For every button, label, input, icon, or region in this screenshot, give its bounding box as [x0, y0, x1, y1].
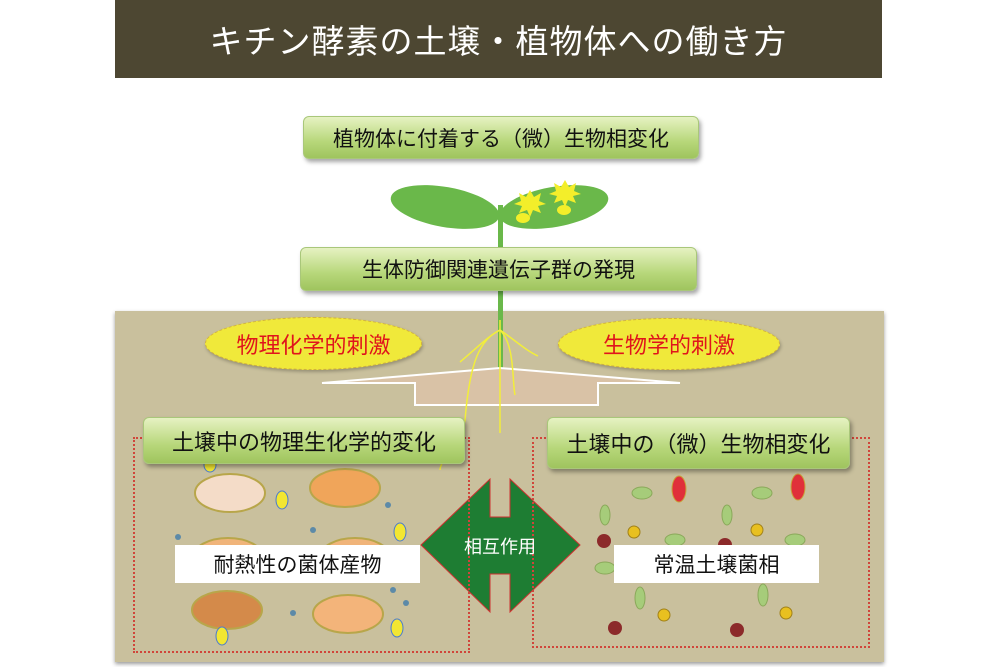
interaction-label: 相互作用: [464, 537, 536, 558]
heat-resistant-products-label: 耐熱性の菌体産物: [175, 545, 420, 583]
biological-stimulus: 生物学的刺激: [558, 318, 780, 370]
soil-microbe-change-box: 土壌中の（微）生物相変化: [547, 417, 850, 469]
right-leaf: [499, 185, 609, 229]
normal-temp-flora-label: 常温土壌菌相: [614, 545, 819, 583]
microbe-spots: [514, 180, 581, 223]
soil-microbes: [594, 473, 806, 637]
plant-microbe-change-box: 植物体に付着する（微）生物相変化: [303, 116, 699, 159]
interaction-double-arrow: [420, 477, 581, 614]
physical-chemical-stimulus: 物理化学的刺激: [205, 317, 422, 370]
soil-physchem-change-box: 土壌中の物理生化学的変化: [143, 417, 465, 464]
defense-genes-box: 生体防御関連遺伝子群の発現: [300, 247, 697, 291]
title-banner: キチン酵素の土壌・植物体への働き方: [115, 0, 882, 78]
convergence-arrow: [321, 366, 681, 406]
left-leaf: [390, 185, 500, 229]
